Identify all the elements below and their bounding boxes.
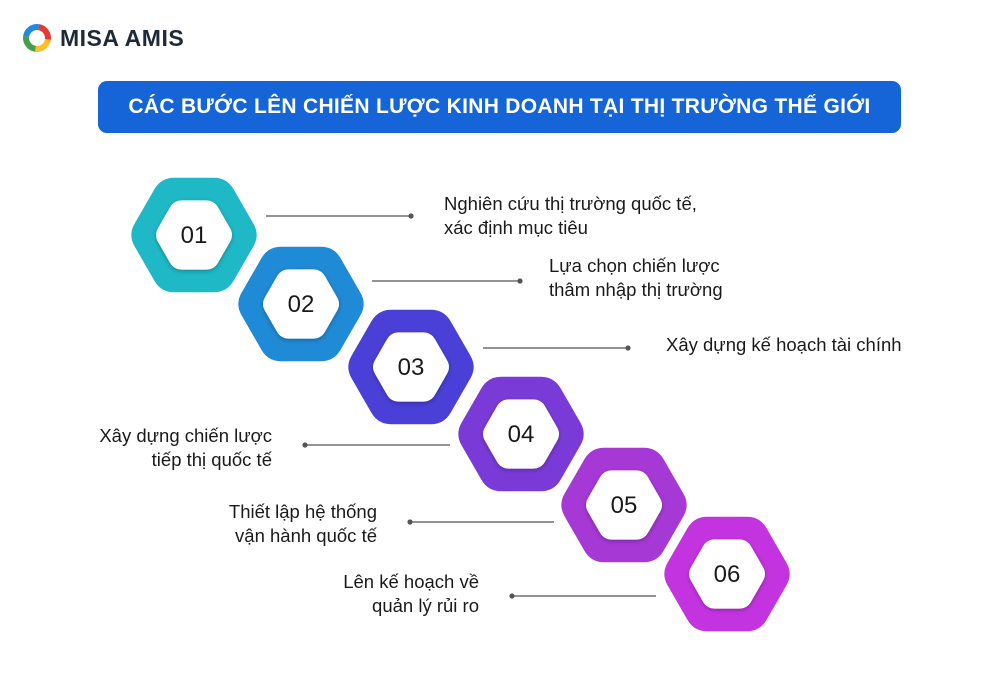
step-6: 06: [664, 516, 790, 632]
step-2-number: 02: [288, 291, 315, 318]
misa-logo-icon: [23, 24, 51, 52]
step-label-3: Xây dựng kế hoạch tài chính: [666, 333, 902, 357]
step-1: 01: [131, 177, 257, 293]
step-2-inner-hexagon: [263, 269, 339, 339]
connector-dot-6: [509, 593, 515, 599]
step-label-4-line-1: Xây dựng chiến lược: [99, 425, 272, 446]
step-2: 02: [238, 246, 364, 362]
brand-name: MISA AMIS: [60, 24, 185, 51]
step-label-6: Lên kế hoạch về quản lý rủi ro: [343, 570, 479, 618]
step-label-5: Thiết lập hệ thống vận hành quốc tế: [229, 500, 377, 548]
connector-dot-2: [517, 278, 523, 284]
step-label-6-line-1: Lên kế hoạch về: [343, 571, 479, 592]
step-4: 04: [458, 376, 584, 492]
brand-logo: MISA AMIS: [22, 22, 184, 54]
step-3-number: 03: [398, 354, 425, 381]
step-4-number: 04: [508, 421, 535, 448]
step-label-2: Lựa chọn chiến lược thâm nhập thị trường: [549, 254, 723, 302]
step-label-1-line-2: xác định mục tiêu: [444, 217, 588, 238]
connector-dot-4: [302, 442, 308, 448]
connector-dot-3: [625, 345, 631, 351]
step-3-inner-hexagon: [373, 332, 449, 402]
connector-dot-5: [407, 519, 413, 525]
step-label-2-line-1: Lựa chọn chiến lược: [549, 255, 720, 276]
step-label-6-line-2: quản lý rủi ro: [372, 595, 479, 616]
step-6-inner-hexagon: [689, 539, 765, 609]
step-5: 05: [561, 447, 687, 563]
step-5-inner-hexagon: [586, 470, 662, 540]
step-label-5-line-2: vận hành quốc tế: [235, 525, 377, 546]
step-5-number: 05: [611, 492, 638, 519]
step-1-number: 01: [181, 222, 208, 249]
title-banner: CÁC BƯỚC LÊN CHIẾN LƯỢC KINH DOANH TẠI T…: [98, 81, 901, 133]
step-3: 03: [348, 309, 474, 425]
step-4-inner-hexagon: [483, 399, 559, 469]
step-label-1-line-1: Nghiên cứu thị trường quốc tế,: [444, 193, 697, 214]
step-label-2-line-2: thâm nhập thị trường: [549, 279, 723, 300]
step-label-1: Nghiên cứu thị trường quốc tế, xác định …: [444, 192, 697, 240]
step-label-3-line-1: Xây dựng kế hoạch tài chính: [666, 334, 902, 355]
step-6-number: 06: [714, 561, 741, 588]
step-label-5-line-1: Thiết lập hệ thống: [228, 501, 377, 522]
step-1-inner-hexagon: [156, 200, 232, 270]
step-label-4: Xây dựng chiến lược tiếp thị quốc tế: [99, 424, 272, 472]
step-label-4-line-2: tiếp thị quốc tế: [151, 449, 272, 470]
connector-dot-1: [408, 213, 414, 219]
diagram-title: CÁC BƯỚC LÊN CHIẾN LƯỢC KINH DOANH TẠI T…: [128, 95, 871, 118]
